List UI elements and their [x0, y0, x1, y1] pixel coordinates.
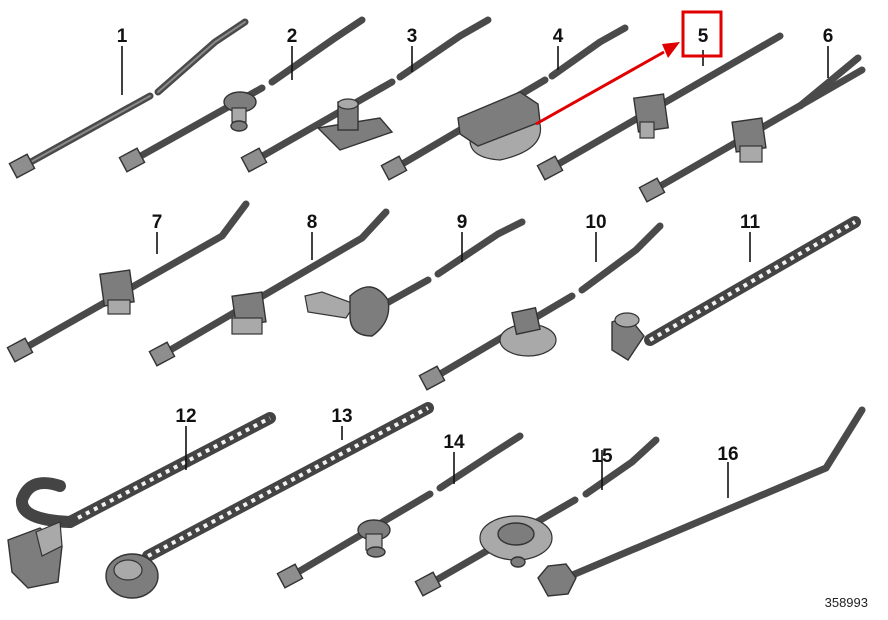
callout-8: 8 — [307, 212, 318, 233]
highlight-box — [681, 10, 723, 58]
part-4 — [380, 24, 629, 181]
callout-10: 10 — [585, 212, 606, 233]
part-5 — [536, 32, 784, 181]
part-14 — [276, 432, 524, 589]
callout-7: 7 — [152, 212, 163, 233]
callout-15: 15 — [591, 446, 613, 467]
part-11 — [611, 216, 861, 361]
part-8 — [148, 208, 390, 367]
highlight-arrow — [535, 42, 680, 126]
callout-5: 5 — [698, 26, 709, 47]
callout-16: 16 — [717, 444, 738, 465]
part-7 — [6, 200, 250, 363]
callout-12: 12 — [175, 406, 196, 427]
part-15 — [414, 436, 660, 597]
callout-6: 6 — [823, 26, 834, 47]
part-10 — [418, 222, 664, 391]
callout-1: 1 — [117, 26, 128, 47]
part-6 — [638, 46, 866, 203]
callout-4: 4 — [553, 26, 564, 47]
callout-2: 2 — [287, 26, 298, 47]
part-13 — [105, 402, 434, 599]
callout-14: 14 — [443, 432, 465, 453]
callout-11: 11 — [740, 212, 761, 233]
part-12 — [7, 412, 276, 589]
callout-3: 3 — [407, 26, 418, 47]
part-2 — [118, 16, 366, 173]
part-3 — [240, 16, 492, 173]
callout-9: 9 — [457, 212, 468, 233]
part-9 — [304, 218, 526, 337]
diagram-reference-number: 358993 — [824, 595, 868, 610]
part-16 — [537, 406, 866, 597]
callout-13: 13 — [331, 406, 352, 427]
part-1 — [8, 18, 249, 179]
